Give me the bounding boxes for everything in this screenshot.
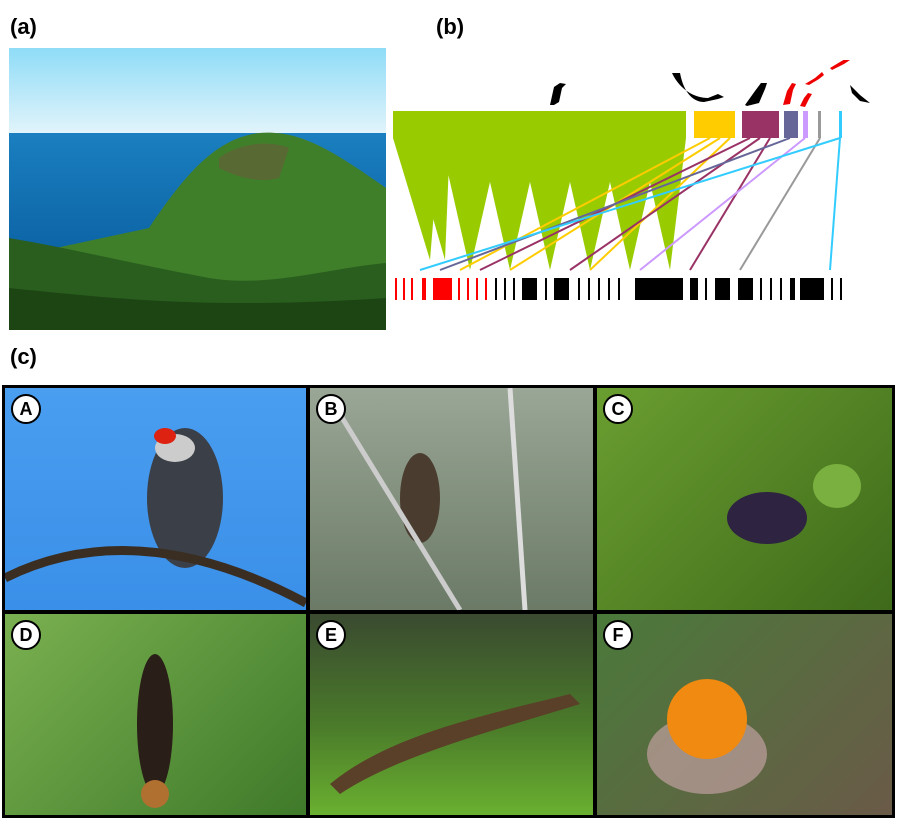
lizard-icon — [672, 73, 724, 102]
label-b: (b) — [436, 14, 465, 39]
photo-a: A — [5, 388, 306, 610]
bat-icon — [850, 85, 870, 103]
bird-black-2-icon — [745, 83, 767, 106]
photo-grid: A B C D E F — [2, 385, 895, 818]
label-a: (a) — [10, 14, 37, 39]
photo-d: D — [5, 614, 306, 815]
label-c: (c) — [10, 344, 37, 369]
badge-e: E — [316, 620, 346, 650]
badge-c: C — [603, 394, 633, 424]
badge-b: B — [316, 394, 346, 424]
photo-e: E — [310, 614, 593, 815]
bird-red-icon — [783, 58, 850, 107]
badge-f: F — [603, 620, 633, 650]
interaction-network — [390, 58, 870, 310]
landscape-photo — [9, 48, 386, 330]
photo-b: B — [310, 388, 593, 610]
photo-c: C — [597, 388, 892, 610]
bird-black-1-icon — [550, 83, 566, 105]
badge-a: A — [11, 394, 41, 424]
badge-d: D — [11, 620, 41, 650]
photo-f: F — [597, 614, 892, 815]
